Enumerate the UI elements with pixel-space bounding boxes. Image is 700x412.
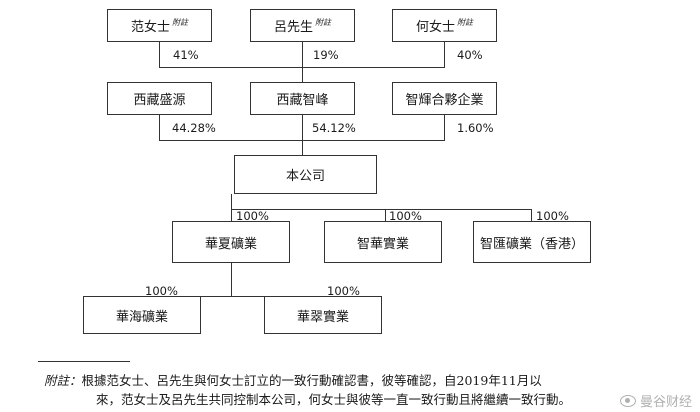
footnote-line-1: 附註：根據范女士、呂先生與何女士訂立的一致行動確認書，彼等確認，自2019年11… [44,372,542,390]
subsidiary-box-huaxia: 華夏礦業 [172,221,290,263]
connector-line [531,209,532,221]
ownership-pct: 41% [173,48,199,62]
footnote-text-1: 根據范女士、呂先生與何女士訂立的一致行動確認書，彼等確認，自2019年11月以 [81,373,542,388]
footnote-label: 附註： [44,373,82,388]
sub-subsidiary-name: 華海礦業 [115,309,168,325]
ownership-pct: 19% [313,48,339,62]
ownership-pct: 54.12% [312,121,356,135]
holdco-box-zhihui: 智輝合夥企業 [392,82,497,115]
eye-icon [619,394,636,407]
connector-line [231,194,232,221]
connector-line [231,263,232,296]
shareholder-name: 呂先生 [273,20,313,35]
shareholder-box-fan: 范女士附註 [107,9,212,42]
watermark: 曼谷财经 [619,391,692,410]
ownership-pct: 100% [327,284,360,298]
shareholder-note: 附註 [457,18,473,27]
footnote-divider [38,361,130,362]
ownership-pct: 1.60% [457,121,494,135]
connector-line [444,115,445,140]
sub-subsidiary-box-huahai: 華海礦業 [83,296,201,334]
watermark-text: 曼谷财经 [639,395,692,410]
holdco-name: 智輝合夥企業 [405,93,484,108]
subsidiary-box-zhihui-hk: 智匯礦業（香港） [473,221,591,263]
shareholder-box-lu: 呂先生附註 [250,9,355,42]
connector-line [302,42,303,67]
holdco-box-zhifeng: 西藏智峰 [250,82,355,115]
connector-line [302,67,303,82]
connector-line [139,296,325,297]
ownership-pct: 100% [536,209,569,223]
subsidiary-box-zhihua: 智華實業 [324,221,442,263]
ownership-pct: 40% [457,48,483,62]
company-name: 本公司 [285,169,325,184]
footnote-line-2: 來，范女士及呂先生共同控制本公司，何女士與彼等一直一致行動且將繼續一致行動。 [96,391,571,409]
shareholder-name: 范女士 [130,20,170,35]
shareholder-note: 附註 [172,18,188,27]
subsidiary-name: 華夏礦業 [204,236,257,252]
shareholder-note: 附註 [315,18,331,27]
holdco-name: 西藏智峰 [276,93,329,108]
subsidiary-name: 智匯礦業（香港） [479,236,584,252]
connector-line [231,209,531,210]
connector-line [159,42,160,67]
subsidiary-name: 智華實業 [356,236,409,252]
ownership-pct: 100% [145,284,178,298]
footnote-text-2: 來，范女士及呂先生共同控制本公司，何女士與彼等一直一致行動且將繼續一致行動。 [96,392,572,407]
connector-line [159,140,445,141]
holdco-box-shengyuan: 西藏盛源 [107,82,212,115]
company-box: 本公司 [234,155,377,194]
connector-line [444,42,445,67]
connector-line [159,115,160,140]
shareholder-box-he: 何女士附註 [392,9,497,42]
shareholder-name: 何女士 [415,20,455,35]
sub-subsidiary-box-huacui: 華翠實業 [264,296,382,334]
holdco-name: 西藏盛源 [133,93,186,108]
sub-subsidiary-name: 華翠實業 [296,309,349,325]
ownership-pct: 100% [236,209,269,223]
connector-line [385,209,386,221]
connector-line [302,115,303,155]
ownership-pct: 44.28% [172,121,216,135]
ownership-pct: 100% [389,209,422,223]
